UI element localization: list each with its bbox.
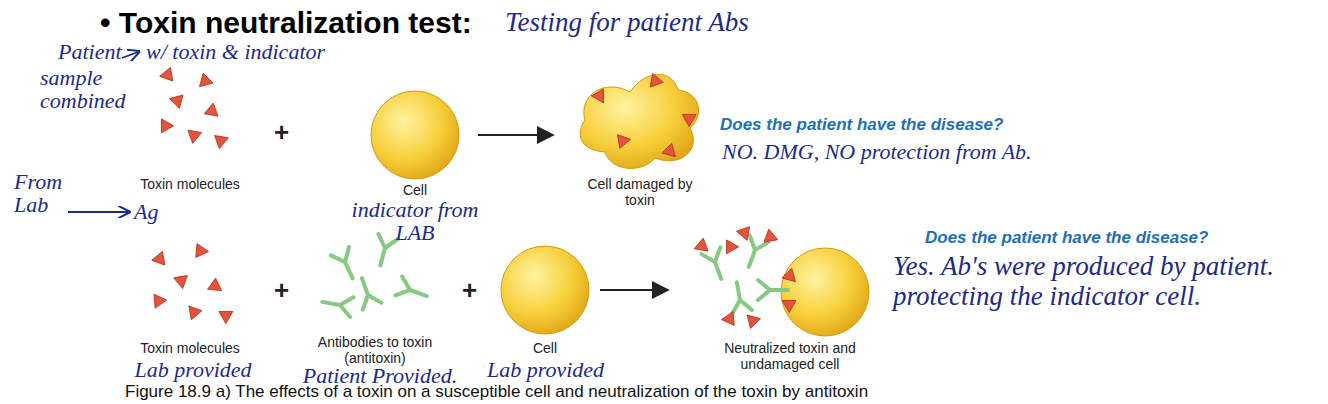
- indicator-cell: [501, 246, 589, 334]
- hand-arrow: [68, 211, 128, 213]
- handwritten-note: sample combined: [40, 66, 140, 112]
- handwritten-note: indicator from LAB: [350, 198, 480, 244]
- plus-sign: +: [462, 276, 477, 306]
- plus-sign: +: [274, 276, 289, 306]
- handwritten-note: Testing for patient Abs: [505, 8, 749, 38]
- part-label: Cell: [505, 340, 585, 356]
- part-label: Toxin molecules: [130, 340, 250, 356]
- part-label: Neutralized toxin and undamaged cell: [715, 340, 865, 372]
- handwritten-note: Lab provided: [128, 358, 258, 381]
- part-label: Antibodies to toxin (antitoxin): [305, 334, 445, 366]
- plus-sign: +: [274, 118, 289, 148]
- toxin-group: [155, 65, 228, 149]
- antibody-group: [321, 234, 431, 317]
- reaction-arrow: [600, 289, 668, 291]
- handwritten-note: From Lab: [14, 170, 68, 216]
- part-label: Toxin molecules: [130, 176, 250, 192]
- question: Does the patient have the disease?: [720, 115, 1003, 135]
- slide-title: • Toxin neutralization test:: [100, 6, 472, 41]
- handwritten-note: Yes. Ab's were produced by patient. prot…: [893, 252, 1313, 311]
- handwritten-note: Lab provided: [478, 358, 613, 381]
- indicator-cell: [371, 91, 459, 179]
- figure-caption: Figure 18.9 a) The effects of a toxin on…: [125, 382, 868, 402]
- handwritten-note: Patient: [58, 40, 122, 63]
- neutralized-complex: [694, 222, 869, 336]
- hand-arrow: [122, 52, 138, 58]
- part-label: Cell: [375, 182, 455, 198]
- handwritten-note: Ag: [134, 200, 158, 223]
- handwritten-note: w/ toxin & indicator: [146, 40, 325, 63]
- toxin-group: [148, 241, 233, 324]
- damaged-cell: [580, 71, 699, 168]
- handwritten-note: NO. DMG, NO protection from Ab.: [722, 140, 1032, 163]
- question: Does the patient have the disease?: [925, 228, 1208, 248]
- part-label: Cell damaged by toxin: [585, 176, 695, 208]
- reaction-arrow: [478, 134, 553, 136]
